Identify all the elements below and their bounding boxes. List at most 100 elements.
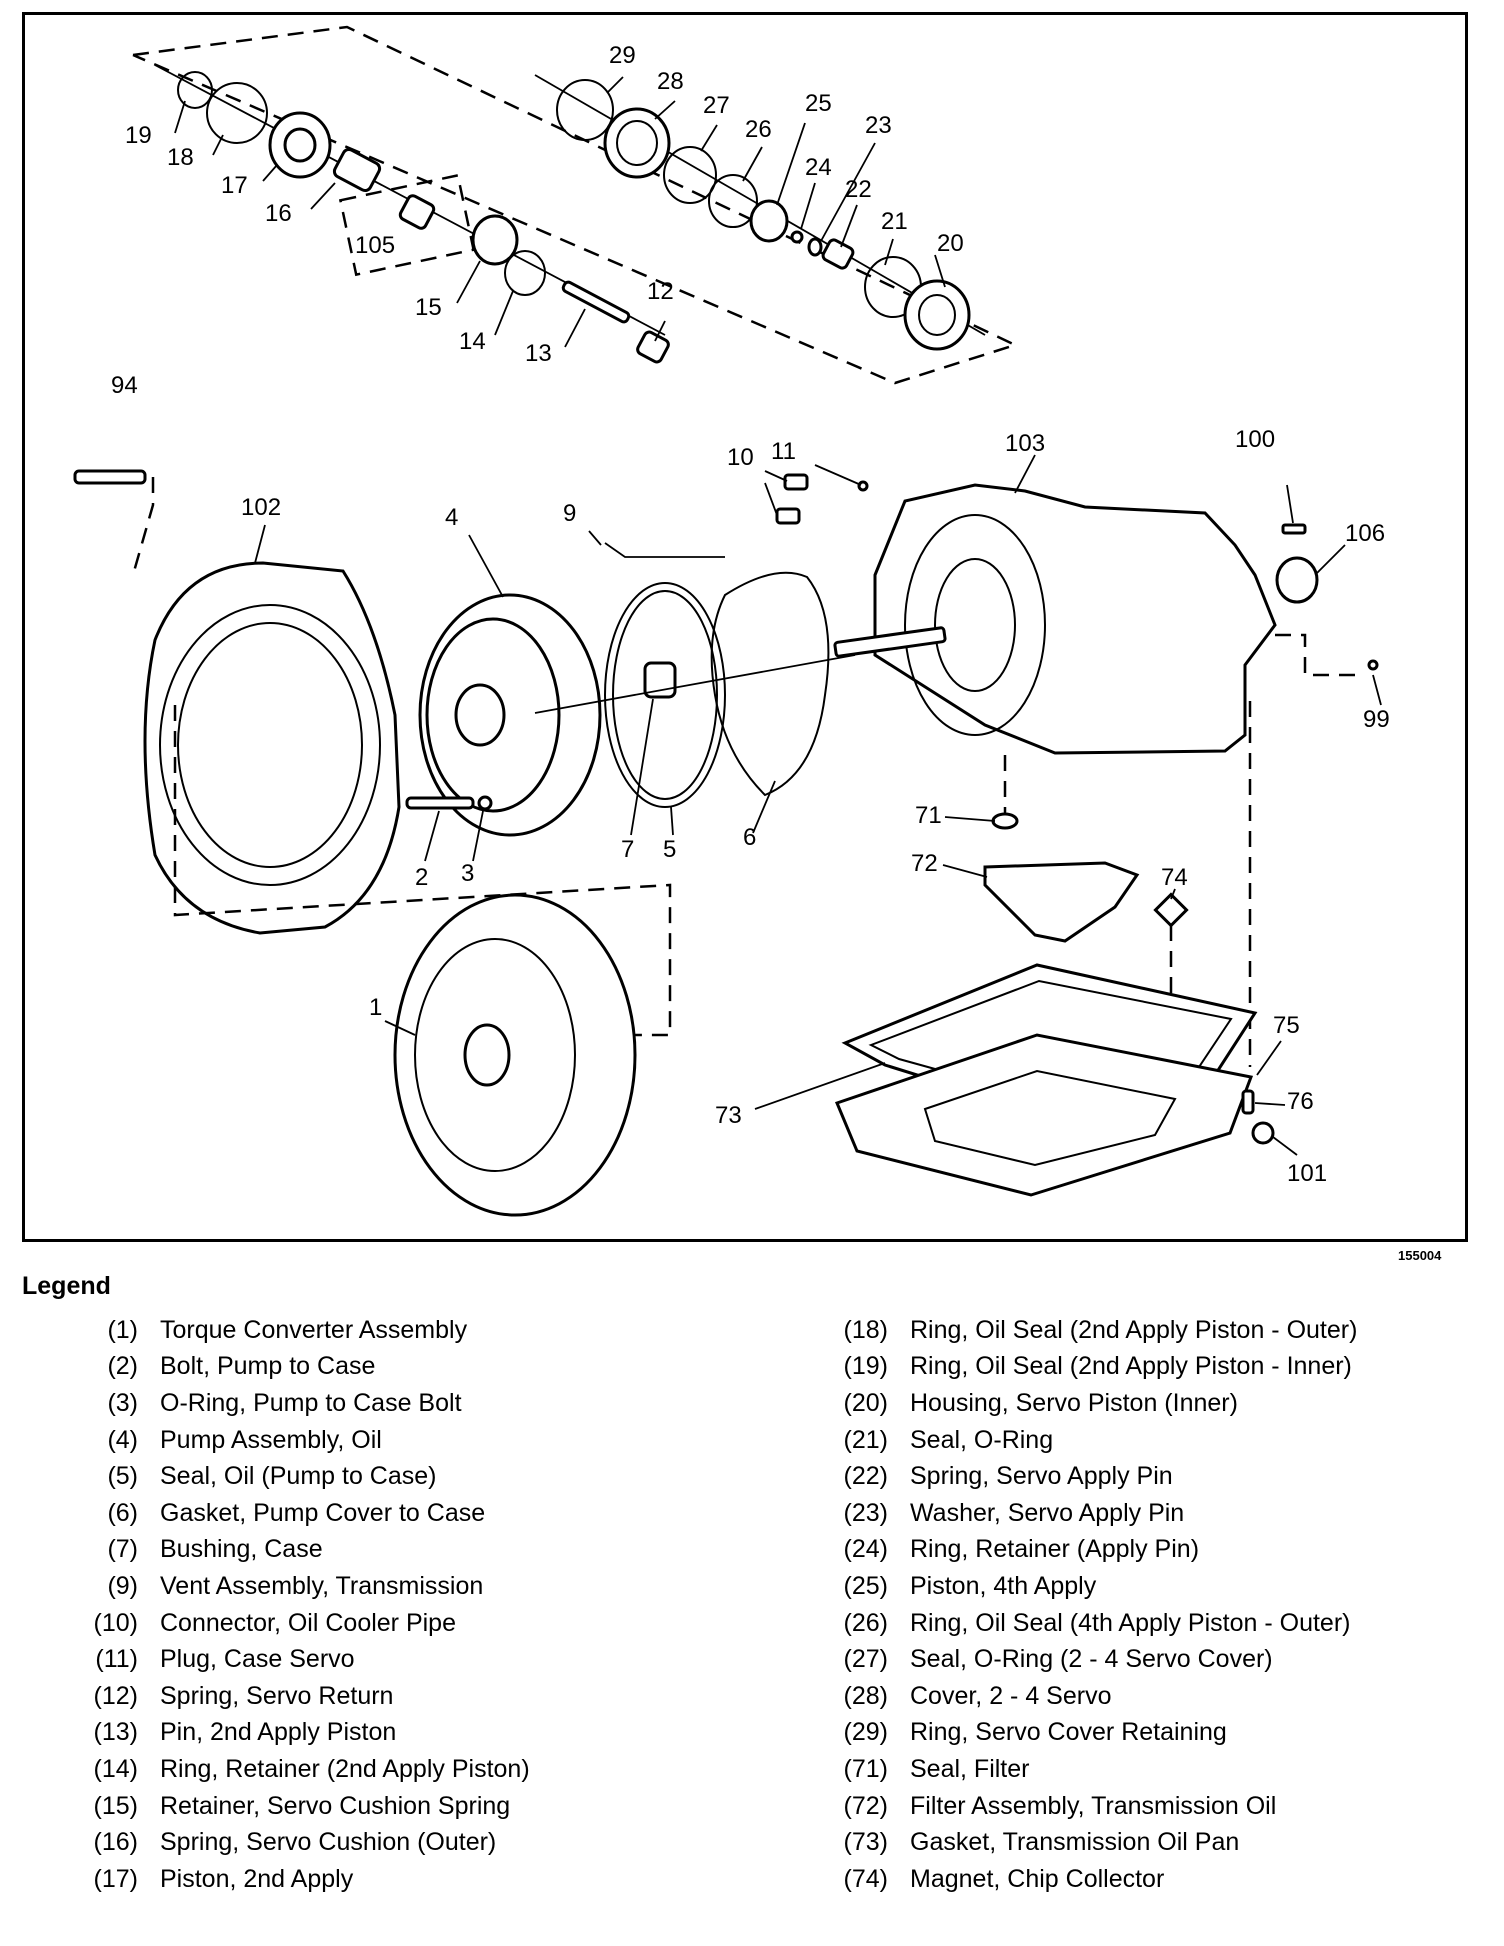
legend-item: (20)Housing, Servo Piston (Inner) <box>810 1385 1357 1422</box>
callout-72: 72 <box>911 850 938 877</box>
legend-item-number: (14) <box>93 1754 138 1783</box>
callout-102: 102 <box>241 494 281 521</box>
legend-item: (28)Cover, 2 - 4 Servo <box>810 1678 1357 1715</box>
legend-item: (15)Retainer, Servo Cushion Spring <box>60 1788 530 1825</box>
legend-item-label: Ring, Servo Cover Retaining <box>910 1718 1227 1747</box>
callout-76: 76 <box>1287 1088 1314 1115</box>
callout-22: 22 <box>845 176 872 203</box>
legend-title: Legend <box>22 1272 111 1300</box>
legend-item-number: (22) <box>843 1462 888 1491</box>
part-9-vent <box>604 542 725 558</box>
legend-item-label: O-Ring, Pump to Case Bolt <box>160 1388 462 1417</box>
callout-71: 71 <box>915 802 942 829</box>
figure-number: 155004 <box>1398 1248 1442 1263</box>
legend-item-label: Ring, Oil Seal (2nd Apply Piston - Outer… <box>910 1315 1358 1344</box>
legend-item-label: Washer, Servo Apply Pin <box>910 1498 1185 1527</box>
legend-item-label: Torque Converter Assembly <box>160 1315 468 1344</box>
callout-24: 24 <box>805 154 832 181</box>
callout-14: 14 <box>459 328 486 355</box>
part-11-case-servo-plug <box>857 480 869 492</box>
legend-item-label: Spring, Servo Return <box>160 1681 394 1710</box>
part-102-bell-housing-bore-inner <box>177 622 363 868</box>
callout-13: 13 <box>525 340 552 367</box>
part-18-oil-seal-ring-outer <box>206 82 268 144</box>
legend-item: (19)Ring, Oil Seal (2nd Apply Piston - I… <box>810 1349 1357 1386</box>
callout-9: 9 <box>563 500 576 527</box>
part-102-bell-housing-bore <box>159 604 381 886</box>
part-103-case-bore-inner <box>934 558 1016 692</box>
callout-5: 5 <box>663 836 676 863</box>
input-shaft <box>833 626 947 658</box>
legend-item-label: Vent Assembly, Transmission <box>160 1571 484 1600</box>
legend-item: (12) Spring, Servo Return <box>60 1678 530 1715</box>
callout-23: 23 <box>865 112 892 139</box>
part-100-pin <box>1281 523 1307 535</box>
part-103-transmission-case <box>873 483 1277 755</box>
part-28-servo-cover-inner <box>616 120 658 166</box>
legend-item-label: Bolt, Pump to Case <box>160 1352 376 1381</box>
callout-103: 103 <box>1005 430 1045 457</box>
part-101-plug <box>1251 1121 1275 1145</box>
legend-right-column: (18) Ring, Oil Seal (2nd Apply Piston - O… <box>810 1312 1358 1898</box>
part-72-filter <box>983 861 1140 943</box>
callout-25: 25 <box>805 90 832 117</box>
legend-item-number: (71) <box>843 1754 888 1783</box>
part-29-servo-cover-ring <box>556 79 614 141</box>
shaft-axis <box>534 654 856 714</box>
legend-item-label: Gasket, Pump Cover to Case <box>160 1498 486 1527</box>
part-106-seal <box>1275 556 1319 604</box>
legend-item-label: Seal, Filter <box>910 1754 1030 1783</box>
part-28-servo-cover <box>603 107 671 179</box>
part-1-torque-converter <box>393 893 637 1217</box>
legend-item-label: Seal, Oil (Pump to Case) <box>160 1462 437 1491</box>
legend-item-label: Pin, 2nd Apply Piston <box>160 1718 397 1747</box>
legend-item: (5) Seal, Oil (Pump to Case) <box>60 1458 530 1495</box>
callout-16: 16 <box>265 200 292 227</box>
part-2-bolt <box>405 796 475 810</box>
legend-item: (17)Piston, 2nd Apply <box>60 1861 530 1898</box>
legend-item-number: (9) <box>107 1571 138 1600</box>
part-94-bolt <box>73 469 147 485</box>
callout-2: 2 <box>415 864 428 891</box>
legend-item: (71) Seal, Filter <box>810 1751 1357 1788</box>
part-4-oil-pump-hub <box>454 683 506 747</box>
callout-101: 101 <box>1287 1160 1327 1187</box>
legend-item-label: Plug, Case Servo <box>160 1645 355 1674</box>
legend-item-number: (10) <box>93 1608 138 1637</box>
part-15-retainer <box>471 214 519 266</box>
callout-11: 11 <box>771 438 796 465</box>
legend-item-label: Ring, Retainer (Apply Pin) <box>910 1535 1200 1564</box>
legend-item: (4)Pump Assembly, Oil <box>60 1422 530 1459</box>
legend-item: (1)Torque Converter Assembly <box>60 1312 530 1349</box>
legend-item-label: Spring, Servo Cushion (Outer) <box>160 1828 497 1857</box>
callout-19: 19 <box>125 122 152 149</box>
part-5-oil-seal <box>604 582 726 808</box>
legend-item-number: (12) <box>93 1681 138 1710</box>
legend-item-number: (18) <box>843 1315 888 1344</box>
legend-item-label: Piston, 4th Apply <box>910 1571 1097 1600</box>
part-24-retainer-ring <box>790 230 804 244</box>
legend-item-label: Cover, 2 - 4 Servo <box>910 1681 1112 1710</box>
part-76-bolt <box>1241 1089 1255 1115</box>
legend-item-label: Pump Assembly, Oil <box>160 1425 382 1454</box>
callout-3: 3 <box>461 860 474 887</box>
callout-6: 6 <box>743 824 756 851</box>
legend-item-label: Magnet, Chip Collector <box>910 1864 1165 1893</box>
legend-item: (21)Seal, O-Ring <box>810 1422 1357 1459</box>
legend-item: (6)Gasket, Pump Cover to Case <box>60 1495 530 1532</box>
legend-item: (14)Ring, Retainer (2nd Apply Piston) <box>60 1751 530 1788</box>
exploded-view-diagram: 19 18 17 16 105 15 14 13 12 29 28 27 26 … <box>73 25 1390 1217</box>
legend-item-label: Seal, O-Ring (2 - 4 Servo Cover) <box>910 1645 1273 1674</box>
legend-item: (29)Ring, Servo Cover Retaining <box>810 1715 1357 1752</box>
legend-item-label: Piston, 2nd Apply <box>160 1864 354 1893</box>
legend-item: (10)Connector, Oil Cooler Pipe <box>60 1605 530 1642</box>
legend-item-number: (5) <box>107 1462 138 1491</box>
callout-105: 105 <box>355 232 395 259</box>
part-12-servo-return-spring <box>636 330 670 364</box>
legend-item-number: (27) <box>843 1645 888 1674</box>
callout-leaders <box>174 76 946 348</box>
legend-item: (22)Spring, Servo Apply Pin <box>810 1458 1357 1495</box>
legend-item: (9) Vent Assembly, Transmission <box>60 1568 530 1605</box>
part-71-filter-seal <box>991 812 1019 830</box>
servo-group-outline <box>132 25 1019 385</box>
